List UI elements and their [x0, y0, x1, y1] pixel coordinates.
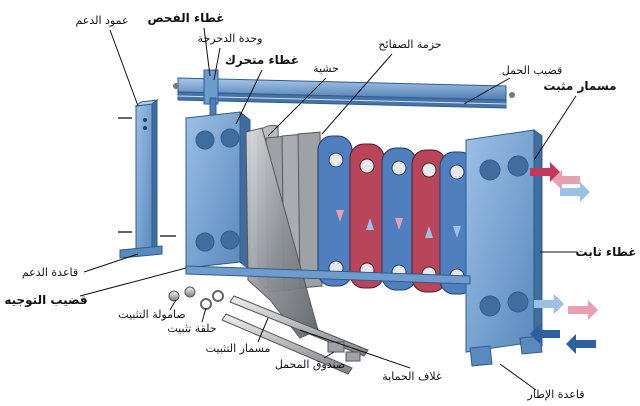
support-column: [134, 98, 159, 253]
svg-text:حلقة تثبيت: حلقة تثبيت: [167, 322, 216, 335]
svg-text:وحدة الدحرجة: وحدة الدحرجة: [198, 32, 263, 45]
svg-text:قاعدة الإطار: قاعدة الإطار: [527, 388, 585, 401]
label-tightening-bolt: مسمار التثبيت: [206, 317, 271, 355]
svg-text:قاعدة الدعم: قاعدة الدعم: [22, 266, 78, 279]
label-movable-cover: غطاء متحرك: [225, 53, 299, 125]
svg-text:غطاء ثابت: غطاء ثابت: [576, 245, 637, 259]
svg-text:مسمار مثبت: مسمار مثبت: [543, 79, 616, 93]
roller-unit: [203, 69, 219, 121]
label-guide-bar: قضيب التوجيه: [4, 267, 187, 308]
movable-cover: [185, 110, 251, 272]
label-support-base: قاعدة الدعم: [22, 253, 139, 279]
support-base: [119, 245, 163, 259]
label-carrying-bar-cover: غطاء الفحص: [148, 11, 225, 77]
svg-text:صامولة التثبيت: صامولة التثبيت: [118, 308, 186, 321]
label-bearing-box: صندوق المحمل: [275, 351, 345, 371]
label-fixed-cover: غطاء ثابت: [540, 245, 636, 259]
svg-text:غلاف الحماية: غلاف الحماية: [382, 370, 442, 383]
tightening-bolt: [221, 295, 369, 375]
label-gasket: حشية: [267, 62, 339, 137]
plate-red-1: [349, 143, 385, 289]
label-plate-pack: حزمة الصفائح: [321, 38, 442, 135]
label-support-column: عمود الدعم: [75, 14, 139, 107]
svg-text:قضيب التوجيه: قضيب التوجيه: [4, 293, 87, 308]
svg-text:حزمة الصفائح: حزمة الصفائح: [378, 38, 441, 51]
label-roller-unit: وحدة الدحرجة: [198, 32, 263, 81]
protective-sheet: [245, 127, 319, 339]
plate-flow-arrows: [336, 210, 461, 238]
svg-text:قضيب الحمل: قضيب الحمل: [502, 64, 563, 77]
fixed-cover: [465, 129, 543, 353]
tightening-nut: [168, 286, 196, 302]
port-arrows: [530, 162, 598, 354]
column-bolts: [118, 117, 176, 237]
label-fixed-bolt: مسمار مثبت: [533, 79, 617, 161]
carrying-bar: [173, 77, 515, 109]
label-protective-sheet: غلاف الحماية: [299, 329, 442, 383]
tightening-washer: [200, 290, 224, 310]
svg-text:غطاء الفحص: غطاء الفحص: [148, 11, 225, 25]
plate-blue-1: [317, 135, 353, 287]
label-tightening-washer: حلقة تثبيت: [167, 307, 217, 335]
guide-bar: [185, 265, 471, 285]
svg-text:صندوق المحمل: صندوق المحمل: [275, 358, 345, 371]
svg-text:عمود الدعم: عمود الدعم: [75, 14, 128, 27]
svg-text:مسمار التثبيت: مسمار التثبيت: [206, 342, 271, 355]
svg-text:حشية: حشية: [313, 62, 339, 75]
label-carrying-bar: قضيب الحمل: [463, 64, 563, 105]
label-frame-foot: قاعدة الإطار: [499, 363, 585, 401]
label-tightening-nut: صامولة التثبيت: [118, 299, 186, 321]
svg-text:غطاء متحرك: غطاء متحرك: [225, 53, 299, 67]
